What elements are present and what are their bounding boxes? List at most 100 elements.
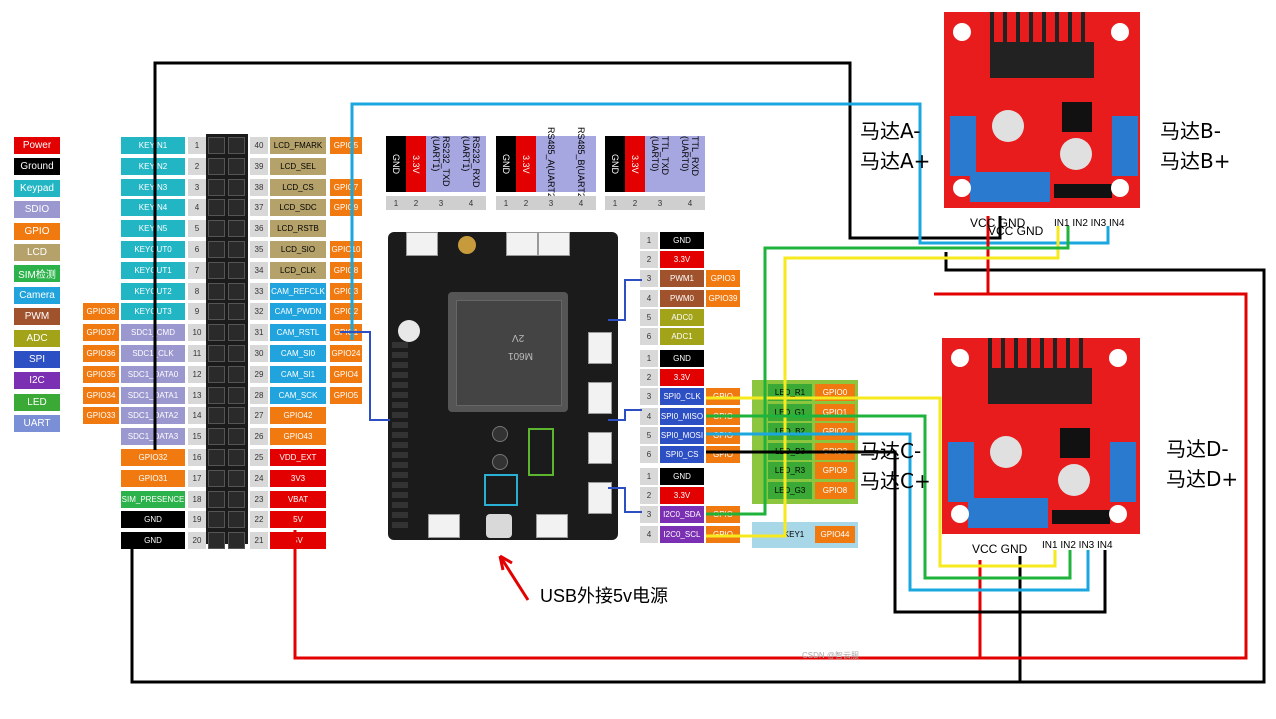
conn-pin-gpio: GPIO3	[706, 270, 740, 288]
header-pin	[208, 303, 225, 321]
mount-hole	[1111, 23, 1129, 41]
jst-connector	[506, 232, 538, 256]
outer-right-pin: GPIO3	[330, 282, 362, 300]
legend-item-2: Keypad	[14, 179, 60, 197]
heatsink-fin	[1003, 8, 1007, 44]
legend-item-12: LED	[14, 393, 60, 411]
left-func-pin: GPIO32	[121, 449, 185, 466]
led-label: LED_G1	[768, 403, 812, 421]
motor-a-minus: 马达A-	[860, 119, 921, 143]
terminal-block	[968, 498, 1048, 528]
conn-pin-label: GND	[660, 468, 704, 485]
led-label: LED_R3	[768, 462, 812, 479]
outer-right-pin: GPIO2	[330, 303, 362, 321]
uart-pin-number: 3	[645, 196, 675, 210]
heatsink-fin	[1029, 8, 1033, 44]
motor-a-label: 马达A- 马达A+	[860, 116, 930, 176]
pin-number: 40	[250, 137, 268, 154]
outer-left-pin: GPIO34	[83, 386, 119, 404]
conn-pin-label: SPI0_MOSI	[660, 426, 704, 444]
header-pin	[208, 365, 225, 383]
legend-item-0: Power	[14, 137, 60, 154]
motor-c-plus: 马达C+	[860, 469, 931, 493]
right-func-pin: CAM_SCK	[270, 386, 326, 404]
conn-pin-label: PWM0	[660, 289, 704, 307]
header-pin	[208, 199, 225, 217]
conn-pin-number: 3	[640, 388, 658, 406]
conn-pin-gpio: GPIO	[706, 506, 740, 524]
motor-b-plus: 马达B+	[1160, 149, 1231, 173]
uart-pin-number: 2	[625, 196, 645, 210]
header-pin	[228, 178, 245, 196]
outer-right-pin: GPIO9	[330, 199, 362, 217]
left-func-pin: SDC1_DATA2	[121, 407, 185, 425]
motor-c-label: 马达C- 马达C+	[860, 436, 931, 496]
usb-arrow	[498, 555, 530, 601]
motor-d-minus: 马达D-	[1166, 437, 1229, 461]
mount-hole	[951, 349, 969, 367]
motor-c-minus: 马达C-	[860, 439, 922, 463]
sticker	[398, 320, 420, 342]
button	[492, 426, 508, 442]
pin-number: 14	[188, 407, 206, 425]
header-pin	[208, 324, 225, 342]
uart-pin-number: 4	[675, 196, 705, 210]
regulator	[1060, 428, 1090, 458]
conn-pin-label: GND	[660, 232, 704, 249]
driver-board	[942, 334, 1140, 534]
jst-connector	[406, 232, 438, 256]
conn-pin-label: GND	[660, 350, 704, 367]
right-func-pin: LCD_RSTB	[270, 220, 326, 238]
heatsink-fin	[988, 334, 992, 370]
led-label: LED_B2	[768, 423, 812, 440]
header-pin	[228, 282, 245, 300]
pin-number: 30	[250, 345, 268, 362]
pin-number: 22	[250, 511, 268, 529]
conn-pin-number: 5	[640, 308, 658, 326]
outer-right-pin: GPIO8	[330, 261, 362, 279]
led-gpio: GPIO8	[815, 481, 855, 499]
mount-hole	[1109, 505, 1127, 523]
led-gpio: GPIO3	[815, 442, 855, 460]
heatsink-fin	[1066, 334, 1070, 370]
heatsink-fin	[1040, 334, 1044, 370]
pin-number: 26	[250, 428, 268, 446]
led-gpio: GPIO2	[815, 423, 855, 440]
outer-right-pin: GPIO7	[330, 178, 362, 196]
uart-label: RS485_A(UART2)	[536, 127, 566, 201]
uart-label: TTL_TXD (UART0)	[645, 136, 675, 192]
pin-number: 16	[188, 449, 206, 466]
pin-number: 13	[188, 386, 206, 404]
heatsink-fin	[1027, 334, 1031, 370]
header-pin	[208, 532, 225, 550]
outer-left-pin: GPIO35	[83, 365, 119, 383]
pin-number: 11	[188, 345, 206, 362]
outer-right-pin: GPIO5	[330, 386, 362, 404]
header-pin	[208, 469, 225, 487]
right-func-pin: 5V	[270, 511, 326, 529]
conn-pin-number: 5	[640, 426, 658, 444]
conn-pin-label: I2C0_SCL	[660, 525, 704, 543]
jst-connector	[428, 514, 460, 538]
pin-number: 25	[250, 449, 268, 466]
right-func-pin: 3V3	[270, 469, 326, 487]
heatsink	[990, 42, 1094, 78]
header-pin	[208, 511, 225, 529]
right-func-pin: VDD_EXT	[270, 449, 326, 466]
usb-arrow-head	[498, 555, 505, 571]
left-func-pin: SDC1_CMD	[121, 324, 185, 342]
heatsink-fin	[1081, 8, 1085, 44]
uart-label: RS485_B(UART2)	[566, 127, 596, 201]
uart-pin-number: 1	[605, 196, 625, 210]
left-func-pin: SIM_PRESENCE	[121, 490, 185, 508]
conn-pin-label: ADC1	[660, 328, 704, 345]
conn-pin-number: 6	[640, 328, 658, 345]
capacitor	[990, 436, 1022, 468]
key-label: KEY1	[783, 530, 805, 539]
jst-connector	[536, 514, 568, 538]
top-driver-power-pins-overlap: VCC GND	[988, 224, 1044, 238]
outer-right-pin: GPIO4	[330, 365, 362, 383]
heatsink-fin	[1079, 334, 1083, 370]
header-pin	[228, 428, 245, 446]
